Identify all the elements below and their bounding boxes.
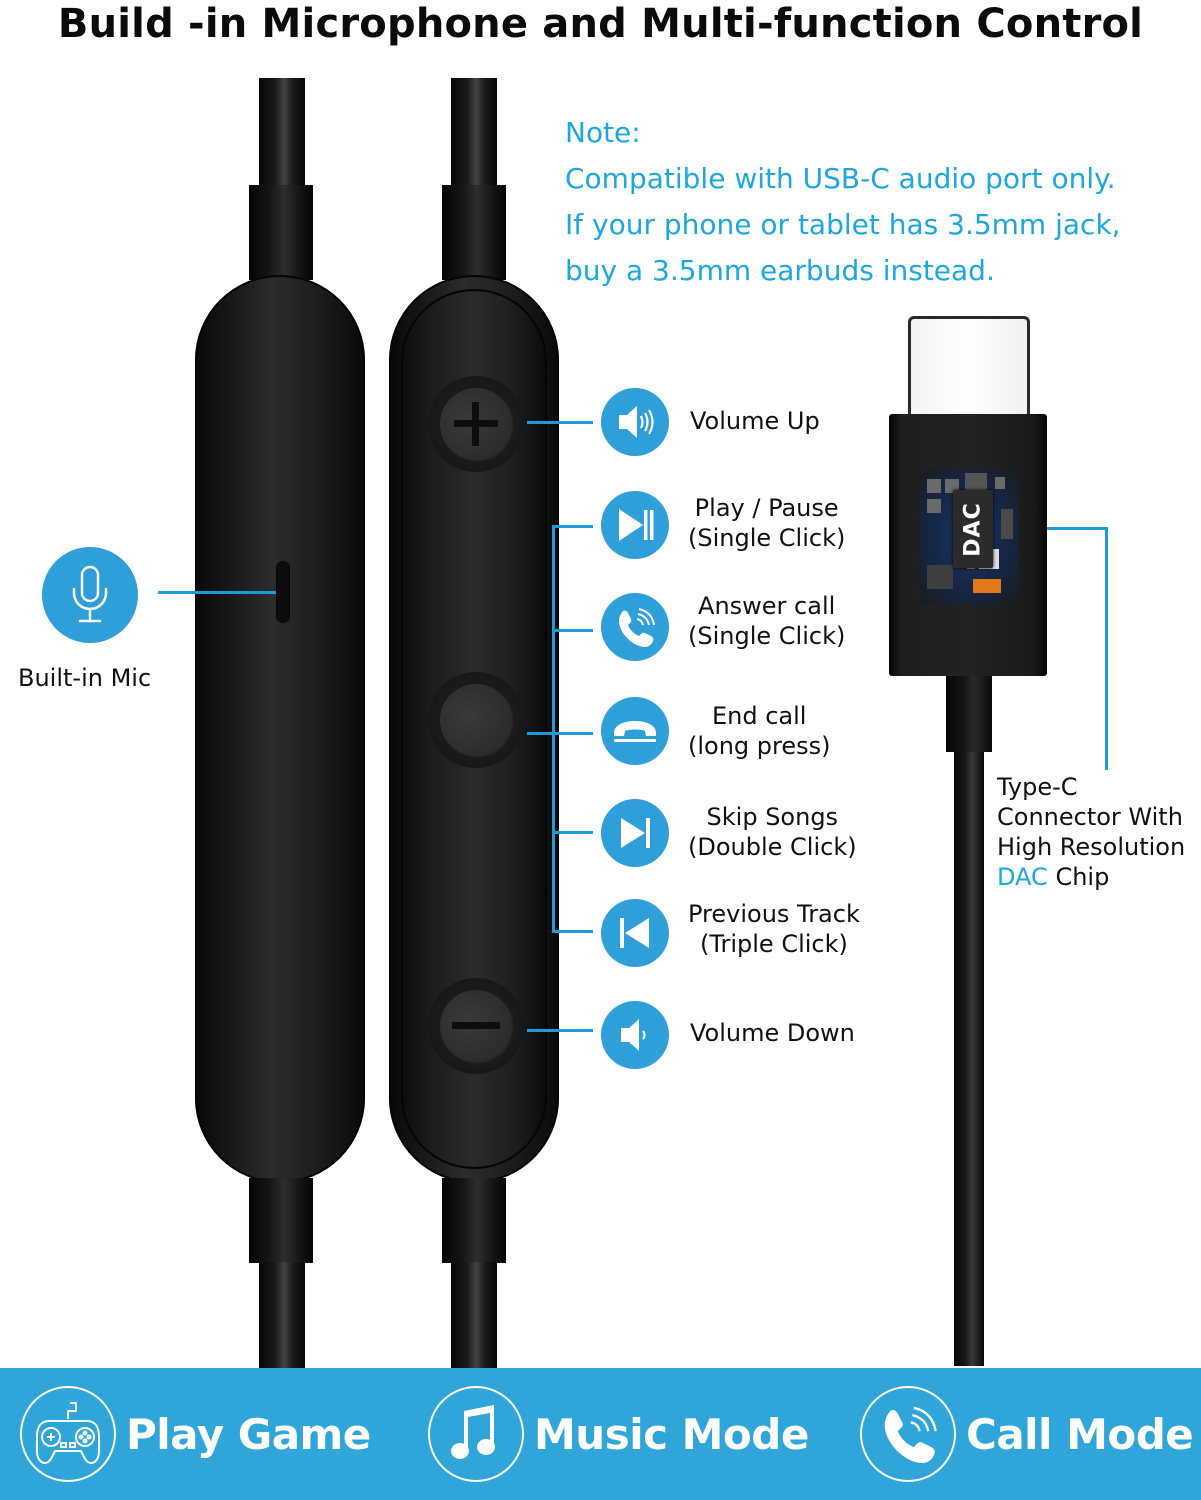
end-call-label-line2: (long press) xyxy=(688,732,831,760)
volume-down-label: Volume Down xyxy=(690,1018,855,1048)
pcb-component xyxy=(927,565,953,589)
volume-up-button-face xyxy=(440,388,512,460)
play-game-label: Play Game xyxy=(126,1409,371,1459)
bracket-tick-prev xyxy=(552,930,593,933)
mode-banner: Play Game Music Mode Call Mode xyxy=(0,1368,1201,1500)
minus-icon xyxy=(452,1022,500,1029)
bracket-tick-skip xyxy=(552,831,593,834)
skip-songs-label: Skip Songs (Double Click) xyxy=(688,802,857,862)
skip-songs-label-line2: (Double Click) xyxy=(688,833,857,861)
play-pause-label-line1: Play / Pause xyxy=(694,494,839,522)
answer-call-label-line1: Answer call xyxy=(698,592,836,620)
pcb-component xyxy=(927,479,941,493)
play-pause-icon xyxy=(601,491,669,559)
right-collar-bottom xyxy=(442,1178,506,1263)
answer-call-label: Answer call (Single Click) xyxy=(688,591,845,651)
dac-callout-vertical xyxy=(1105,527,1108,770)
note-line: If your phone or tablet has 3.5mm jack, xyxy=(565,208,1121,241)
gamepad-icon xyxy=(20,1386,116,1482)
left-collar-bottom xyxy=(249,1178,313,1263)
dac-callout-horizontal xyxy=(993,527,1108,530)
volume-down-button-face xyxy=(440,990,512,1062)
multifunction-button-face xyxy=(440,684,512,756)
answer-call-label-line2: (Single Click) xyxy=(688,622,846,650)
end-call-label: End call (long press) xyxy=(688,701,831,761)
note-heading: Note: xyxy=(565,116,641,149)
page-title: Build -in Microphone and Multi-function … xyxy=(57,1,1144,47)
type-c-label-line4: DAC Chip xyxy=(997,862,1185,892)
phone-hangup-icon xyxy=(601,697,669,765)
left-cable-bottom xyxy=(259,1262,305,1368)
skip-songs-label-line1: Skip Songs xyxy=(706,803,839,831)
skip-back-icon xyxy=(601,899,669,967)
mic-remote-body xyxy=(195,275,365,1183)
volume-down-label-text: Volume Down xyxy=(690,1019,855,1047)
right-cable-bottom xyxy=(451,1262,497,1368)
volume-down-button[interactable] xyxy=(428,978,524,1074)
mic-callout-line xyxy=(158,591,276,594)
play-pause-label: Play / Pause (Single Click) xyxy=(688,493,845,553)
bracket-tick-end xyxy=(527,732,593,735)
phone-answer-icon xyxy=(601,593,669,661)
right-collar-top xyxy=(442,185,506,280)
volume-up-icon xyxy=(601,388,669,456)
dac-chip-label: DAC xyxy=(960,501,986,557)
volume-down-icon xyxy=(601,1001,669,1069)
previous-track-label: Previous Track (Triple Click) xyxy=(688,899,860,959)
end-call-label-line1: End call xyxy=(712,702,807,730)
multifunction-button[interactable] xyxy=(428,672,524,768)
multifunction-bracket xyxy=(552,525,555,932)
mode-call: Call Mode xyxy=(860,1386,1194,1482)
volume-up-label: Volume Up xyxy=(690,406,820,436)
type-c-label-line1: Type-C xyxy=(997,773,1078,801)
usb-c-strain-relief xyxy=(946,676,992,752)
pcb-component xyxy=(973,579,1001,593)
previous-track-label-line2: (Triple Click) xyxy=(699,930,848,958)
volume-up-label-text: Volume Up xyxy=(690,407,820,435)
volume-down-callout-line xyxy=(527,1029,593,1032)
type-c-label: Type-C Connector With High Resolution DA… xyxy=(997,772,1185,892)
previous-track-label-line1: Previous Track xyxy=(688,900,860,928)
pcb-component xyxy=(965,473,987,491)
pcb-component xyxy=(995,477,1005,489)
mode-play-game: Play Game xyxy=(20,1386,371,1482)
mic-slot xyxy=(276,561,290,623)
usb-c-plug xyxy=(908,316,1030,418)
volume-up-callout-line xyxy=(527,421,593,424)
note-line: buy a 3.5mm earbuds instead. xyxy=(565,254,995,287)
chip-text: Chip xyxy=(1047,863,1110,891)
skip-forward-icon xyxy=(601,799,669,867)
pcb-component xyxy=(945,479,959,493)
microphone-icon xyxy=(42,547,138,643)
play-pause-label-line2: (Single Click) xyxy=(688,524,846,552)
left-collar-top xyxy=(249,185,313,280)
dac-highlight: DAC xyxy=(997,863,1048,891)
volume-up-button[interactable] xyxy=(428,376,524,472)
bracket-tick-play xyxy=(552,525,593,528)
music-note-icon xyxy=(428,1386,524,1482)
dac-chip: DAC xyxy=(953,490,993,568)
left-cable-top xyxy=(259,78,305,188)
compatibility-note: Note: Compatible with USB-C audio port o… xyxy=(565,110,1121,294)
note-line: Compatible with USB-C audio port only. xyxy=(565,162,1116,195)
phone-call-icon xyxy=(860,1386,956,1482)
plus-icon-vertical xyxy=(472,402,479,446)
type-c-label-line3: High Resolution xyxy=(997,833,1186,861)
call-mode-label: Call Mode xyxy=(966,1409,1194,1459)
usb-c-cable xyxy=(954,752,984,1366)
pcb-component xyxy=(927,499,941,513)
music-mode-label: Music Mode xyxy=(534,1409,809,1459)
usb-c-housing: DAC xyxy=(889,414,1047,676)
type-c-label-line2: Connector With xyxy=(997,803,1183,831)
pcb-component xyxy=(1001,509,1013,539)
mode-music: Music Mode xyxy=(428,1386,809,1482)
bracket-tick-answer xyxy=(552,629,593,632)
mic-label: Built-in Mic xyxy=(18,664,152,692)
right-cable-top xyxy=(451,78,497,188)
